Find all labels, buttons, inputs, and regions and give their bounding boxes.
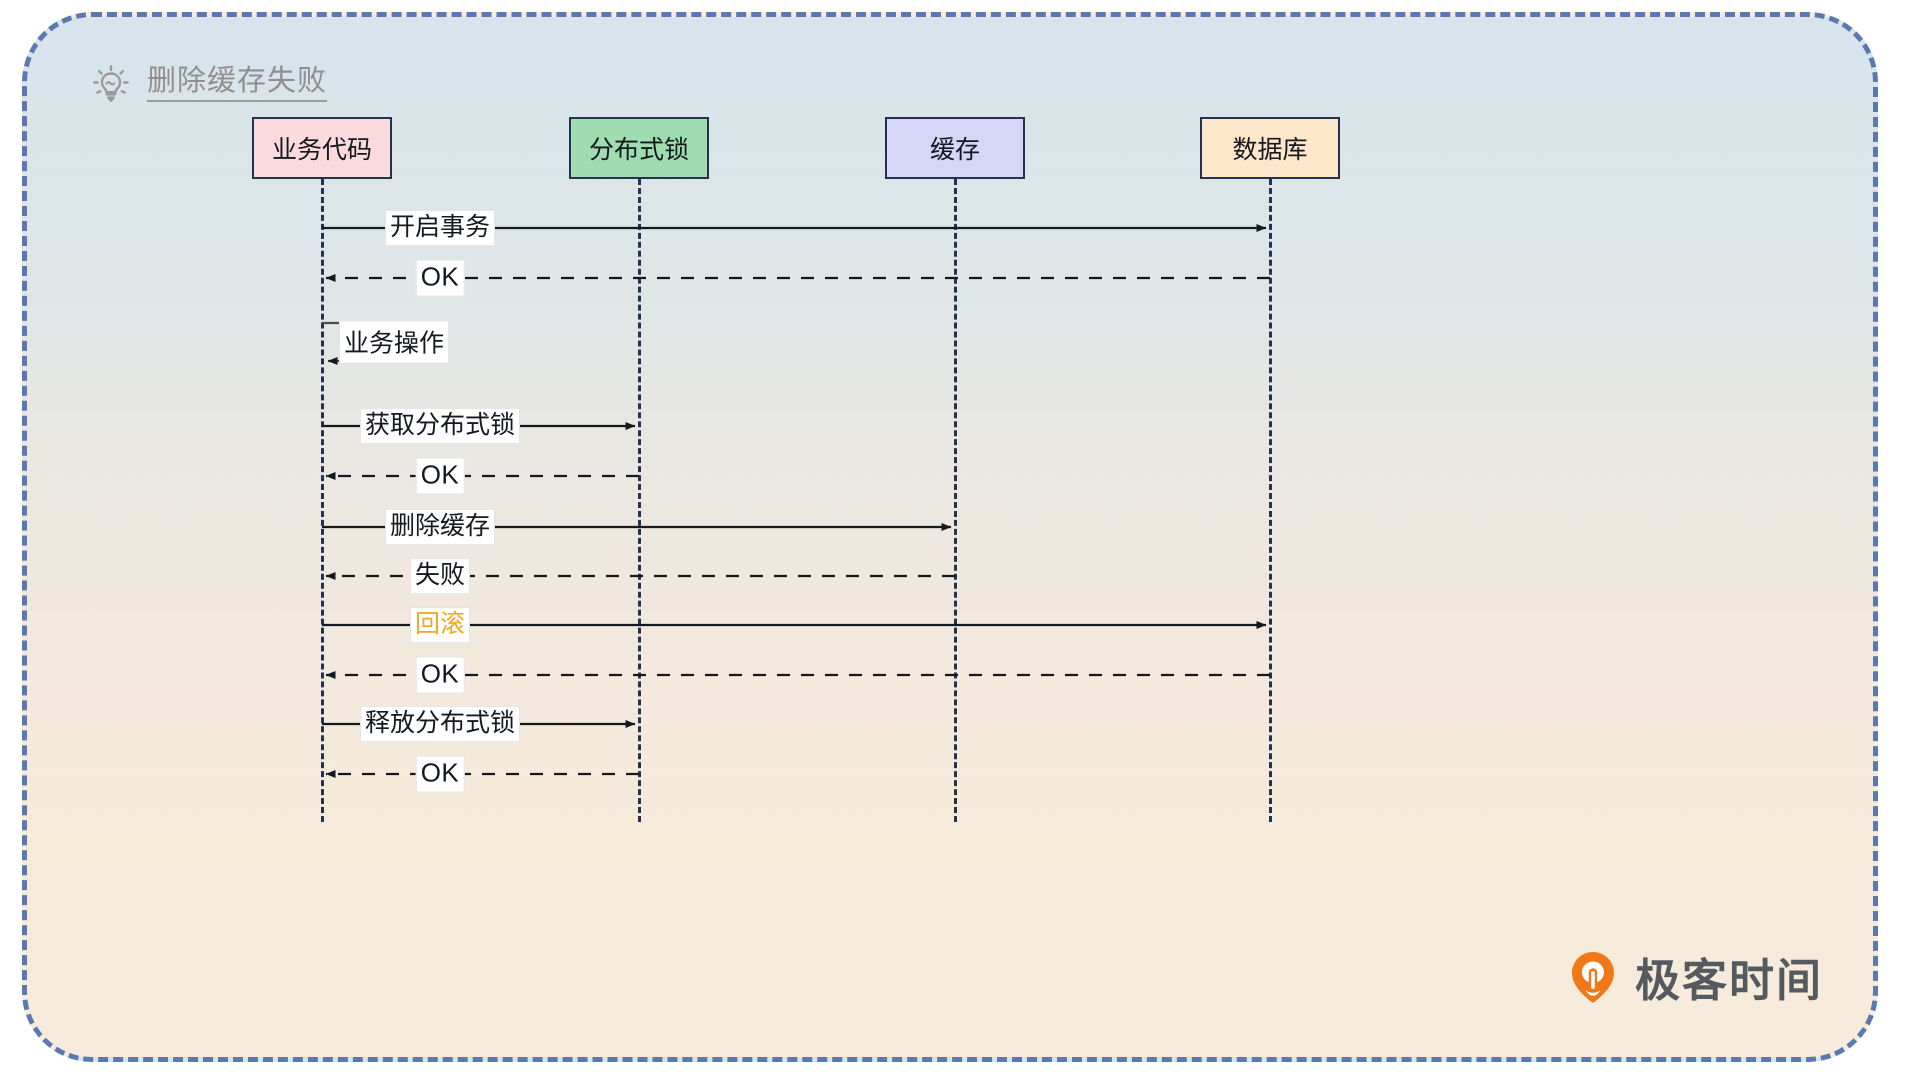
message-label-1: OK [415,259,465,297]
lifeline-biz [321,179,324,822]
message-label-5: 删除缓存 [384,509,496,545]
participant-box-db[interactable]: 数据库 [1200,117,1340,179]
diagram-title: 删除缓存失败 [147,66,328,102]
watermark-text: 极客时间 [1634,955,1823,1006]
lifeline-db [1269,179,1272,822]
participant-box-biz[interactable]: 业务代码 [252,117,392,179]
participant-box-lock[interactable]: 分布式锁 [569,117,709,179]
lightbulb-icon [93,65,129,102]
message-label-2: 业务操作 [339,320,450,364]
lifeline-lock [638,179,641,822]
message-label-9: 释放分布式锁 [359,706,521,742]
participant-label: 业务代码 [271,136,372,164]
message-label-7: 回滚 [409,607,471,643]
watermark: 极客时间 [1565,944,1823,1009]
message-label-3: 获取分布式锁 [359,408,521,444]
message-label-4: OK [415,457,465,495]
message-label-8: OK [415,656,465,694]
diagram-title-row: 删除缓存失败 [89,59,328,109]
message-label-10: OK [415,755,465,793]
lifeline-cache [954,179,957,822]
geektime-logo-icon [1571,951,1614,1003]
participant-box-cache[interactable]: 缓存 [885,117,1025,179]
message-label-0: 开启事务 [384,210,496,246]
participant-label: 分布式锁 [588,136,689,164]
message-label-6: 失败 [409,558,471,594]
participant-label: 缓存 [929,136,980,164]
participant-label: 数据库 [1232,136,1308,164]
